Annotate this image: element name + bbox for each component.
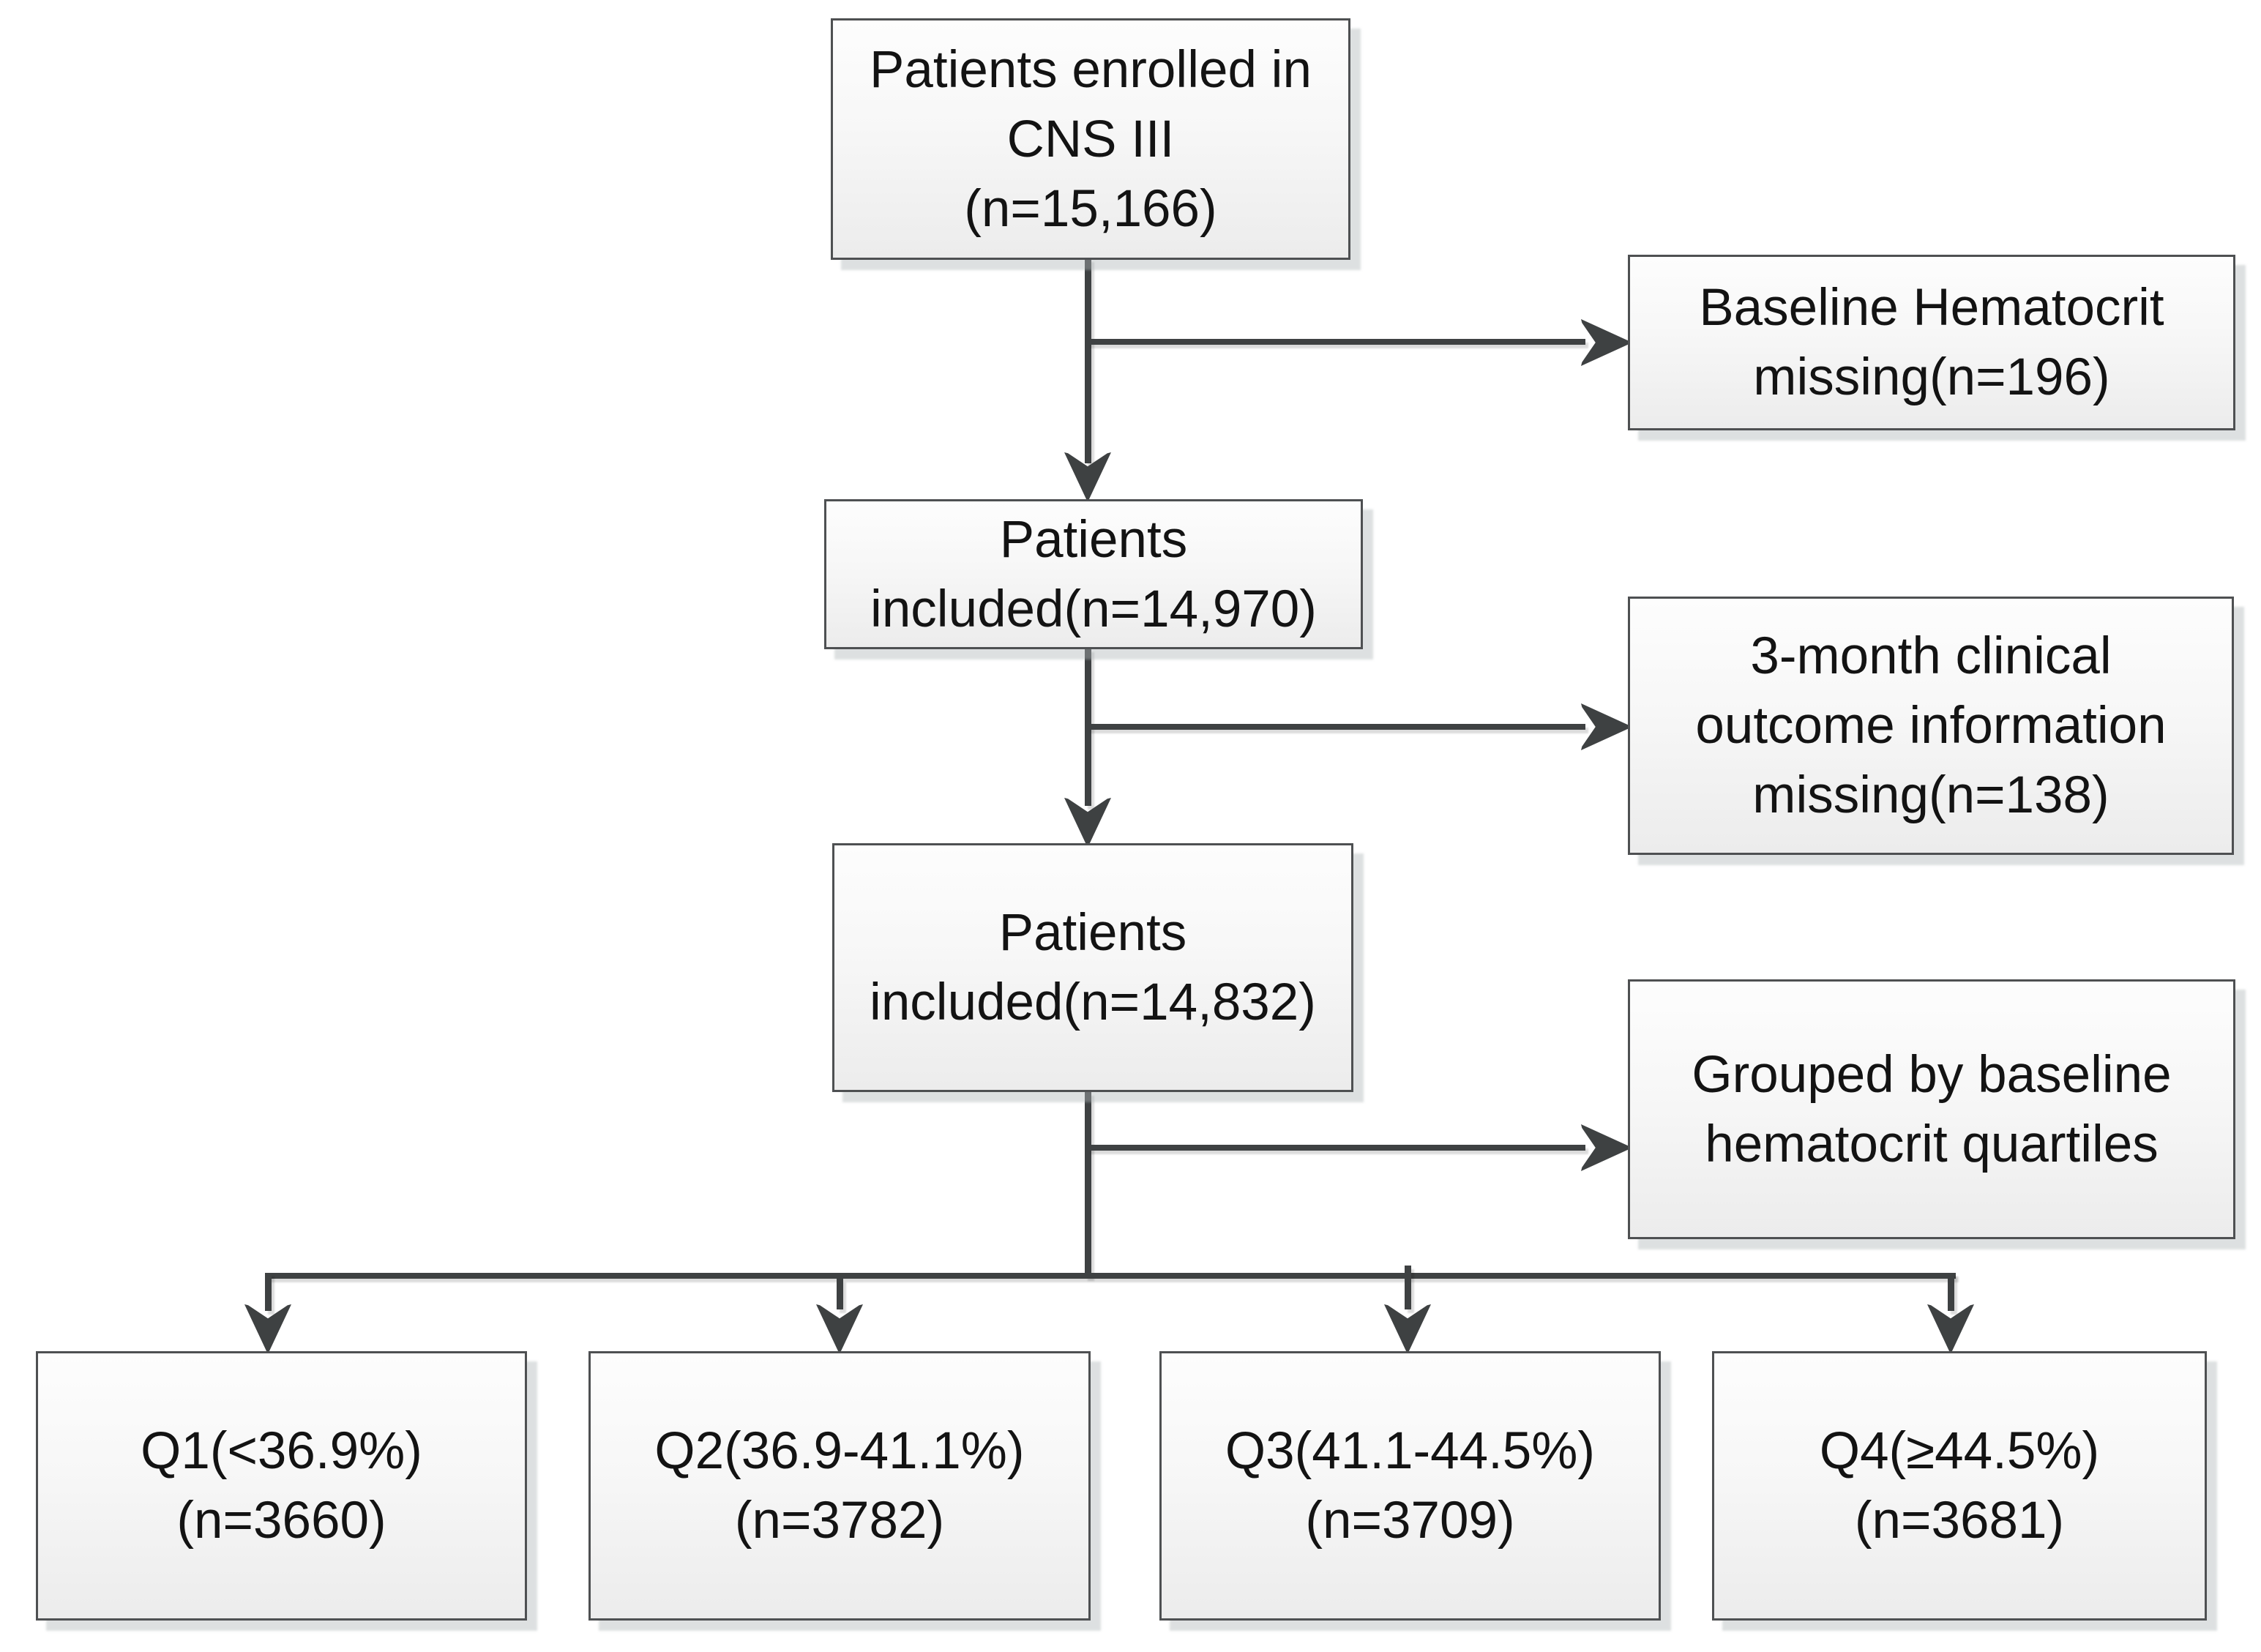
connector-rail-stem-q2	[837, 1279, 843, 1309]
connector-rail-stem-q1	[265, 1273, 272, 1311]
node-quartile-q2-text: Q2(36.9-41.1%) (n=3782)	[654, 1422, 1025, 1550]
connector-rail-stem-q3	[1405, 1266, 1411, 1309]
connector-branch-grouped	[1088, 1145, 1585, 1151]
node-patients-included-14970-text: Patients included(n=14,970)	[870, 510, 1317, 638]
node-outcome-missing: 3-month clinical outcome information mis…	[1628, 597, 2234, 855]
node-quartile-q3: Q3(41.1-44.5%) (n=3709)	[1159, 1351, 1661, 1621]
node-patients-enrolled-text: Patients enrolled in CNS III (n=15,166)	[870, 40, 1312, 238]
arrow-down-icon	[244, 1304, 291, 1351]
connector-enrolled-to-included1	[1085, 258, 1091, 463]
node-baseline-hematocrit-missing-text: Baseline Hematocrit missing(n=196)	[1699, 279, 2164, 406]
node-patients-included-14832-text: Patients included(n=14,832)	[870, 904, 1316, 1031]
connector-rail-stem-q4	[1948, 1273, 1954, 1311]
arrow-right-icon	[1581, 1124, 1629, 1171]
node-quartile-q1: Q1(<36.9%) (n=3660)	[36, 1351, 527, 1621]
node-quartile-q2: Q2(36.9-41.1%) (n=3782)	[588, 1351, 1091, 1621]
node-patients-included-14970: Patients included(n=14,970)	[824, 499, 1363, 649]
connector-included2-to-rail	[1085, 1092, 1091, 1277]
connector-branch-outcome-missing	[1088, 724, 1585, 730]
node-baseline-hematocrit-missing: Baseline Hematocrit missing(n=196)	[1628, 255, 2235, 430]
node-outcome-missing-text: 3-month clinical outcome information mis…	[1695, 627, 2167, 824]
arrow-right-icon	[1581, 703, 1629, 750]
node-quartile-q1-text: Q1(<36.9%) (n=3660)	[141, 1422, 422, 1550]
node-quartile-q3-text: Q3(41.1-44.5%) (n=3709)	[1225, 1422, 1596, 1550]
node-quartile-q4: Q4(≥44.5%) (n=3681)	[1712, 1351, 2207, 1621]
node-quartile-q4-text: Q4(≥44.5%) (n=3681)	[1819, 1422, 2100, 1550]
node-grouped-by-quartiles-text: Grouped by baseline hematocrit quartiles	[1692, 1045, 2172, 1173]
node-patients-enrolled: Patients enrolled in CNS III (n=15,166)	[831, 18, 1350, 260]
arrow-down-icon	[1927, 1304, 1974, 1351]
node-grouped-by-quartiles: Grouped by baseline hematocrit quartiles	[1628, 979, 2235, 1239]
connector-branch-hematocrit-missing	[1088, 339, 1585, 345]
connector-quartile-rail	[265, 1273, 1956, 1279]
node-patients-included-14832: Patients included(n=14,832)	[832, 843, 1353, 1092]
arrow-down-icon	[1384, 1304, 1431, 1351]
arrow-down-icon	[816, 1304, 863, 1351]
arrow-right-icon	[1581, 319, 1629, 366]
